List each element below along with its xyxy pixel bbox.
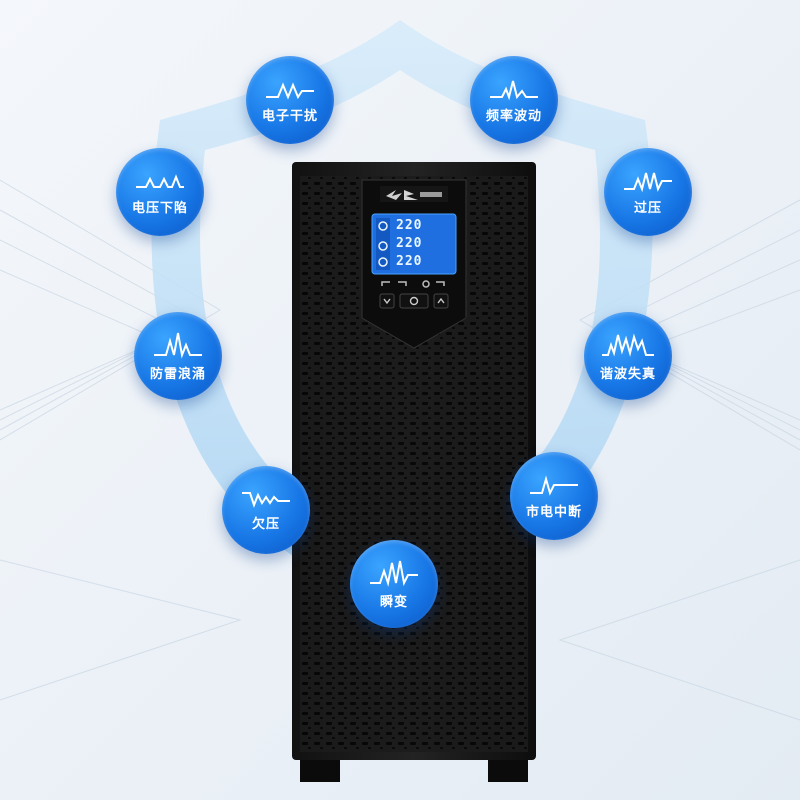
- waveform-interference-icon: [264, 77, 316, 101]
- protection-bubble: 市电中断: [510, 452, 598, 540]
- protection-bubble: 谐波失真: [584, 312, 672, 400]
- power-button[interactable]: [399, 293, 429, 309]
- waveform-frequency-icon: [488, 77, 540, 101]
- protection-label: 谐波失真: [599, 366, 656, 382]
- waveform-outage-icon: [528, 473, 580, 497]
- up-button[interactable]: [433, 293, 449, 309]
- protection-label: 欠压: [251, 516, 280, 532]
- protection-label: 频率波动: [485, 108, 542, 124]
- protection-bubble: 瞬变: [350, 540, 438, 628]
- waveform-undervoltage-icon: [240, 489, 292, 509]
- lcd-reading-1: 220: [396, 218, 423, 233]
- lcd-reading-3: 220: [396, 254, 423, 269]
- protection-label: 电压下陷: [131, 200, 188, 216]
- waveform-transient-icon: [368, 559, 420, 587]
- waveform-harmonic-icon: [600, 331, 656, 359]
- protection-label: 市电中断: [525, 504, 582, 520]
- down-button[interactable]: [379, 293, 395, 309]
- protection-bubble: 电压下陷: [116, 148, 204, 236]
- lcd-reading-2: 220: [396, 236, 423, 251]
- waveform-sag-icon: [134, 169, 186, 193]
- waveform-surge-icon: [152, 331, 204, 359]
- protection-label: 瞬变: [379, 594, 408, 610]
- protection-bubble: 防雷浪涌: [134, 312, 222, 400]
- waveform-overvoltage-icon: [622, 169, 674, 193]
- lcd-screen: [371, 213, 457, 275]
- protection-bubble: 频率波动: [470, 56, 558, 144]
- ups-tower: [292, 162, 536, 782]
- protection-label: 防雷浪涌: [149, 366, 206, 382]
- status-indicators: [381, 280, 445, 288]
- protection-bubble: 欠压: [222, 466, 310, 554]
- protection-label: 过压: [633, 200, 662, 216]
- protection-bubble: 电子干扰: [246, 56, 334, 144]
- protection-bubble: 过压: [604, 148, 692, 236]
- protection-label: 电子干扰: [261, 108, 318, 124]
